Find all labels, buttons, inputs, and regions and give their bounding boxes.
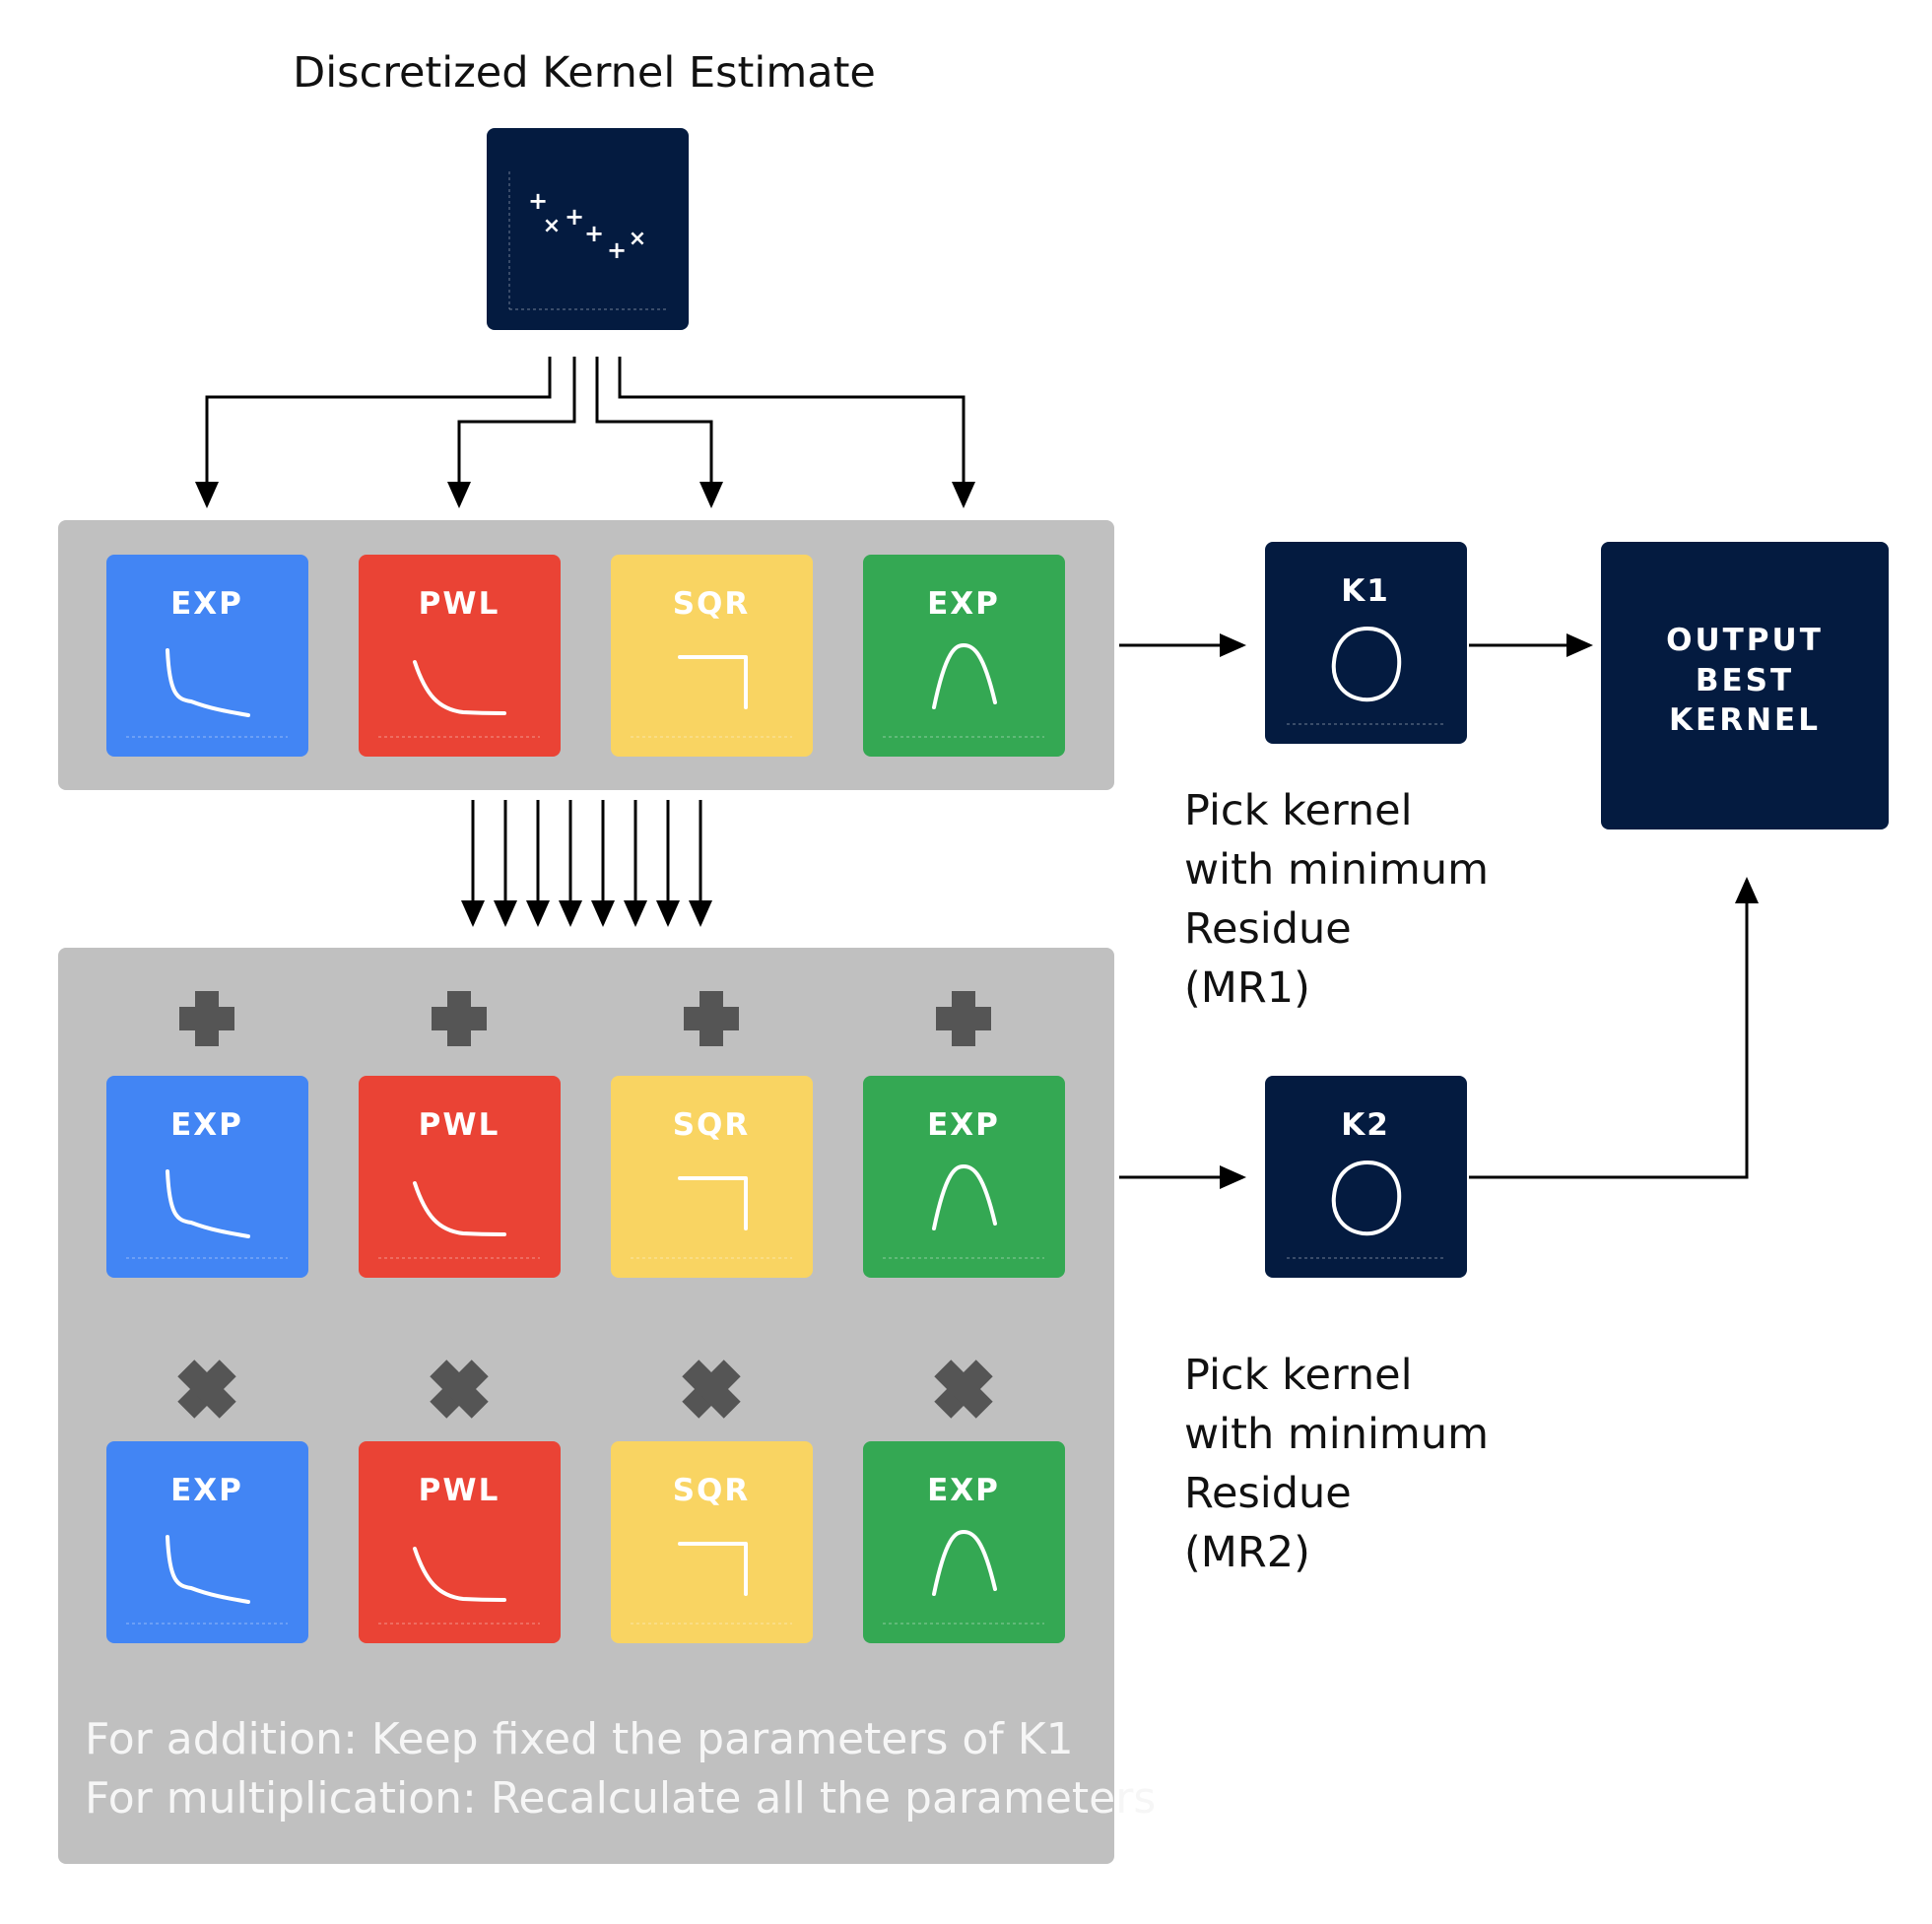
estimate-marker-3: + bbox=[565, 203, 584, 231]
estimate-marker-5: + bbox=[607, 236, 627, 264]
output-line-3: KERNEL bbox=[1669, 702, 1821, 738]
kernel-tile-label: EXP bbox=[927, 586, 1000, 622]
kernel-tile-label: SQR bbox=[673, 1107, 751, 1143]
k1-box: K1 bbox=[1265, 542, 1467, 744]
mr2-line-4: (MR2) bbox=[1184, 1528, 1310, 1577]
footer-line-addition: For addition: Keep fixed the parameters … bbox=[85, 1714, 1074, 1764]
multiply-icon bbox=[682, 1360, 741, 1419]
output-line-1: OUTPUT bbox=[1666, 623, 1824, 658]
kernel-tile-pwl: PWL bbox=[359, 555, 561, 757]
sum-tile-sqr: SQR bbox=[611, 1076, 813, 1278]
plus-icon bbox=[936, 991, 991, 1046]
kernel-tile-label: EXP bbox=[170, 1107, 243, 1143]
k2-label: K2 bbox=[1341, 1107, 1390, 1143]
kernel-tile-label: EXP bbox=[927, 1473, 1000, 1508]
combination-arrows bbox=[461, 800, 712, 927]
mr2-note: Pick kernel with minimum Residue (MR2) bbox=[1184, 1351, 1489, 1577]
multiply-icon bbox=[430, 1360, 489, 1419]
kernel-tile-label: SQR bbox=[673, 586, 751, 622]
mr2-line-2: with minimum bbox=[1184, 1410, 1489, 1459]
mr1-line-4: (MR1) bbox=[1184, 963, 1310, 1013]
estimate-marker-4: + bbox=[584, 220, 604, 247]
multiply-icon bbox=[177, 1360, 236, 1419]
kernel-estimate-box: + × + + + × bbox=[487, 128, 689, 330]
sum-tile-exp-bump: EXP bbox=[863, 1076, 1065, 1278]
multiply-operators bbox=[177, 1360, 993, 1419]
kernel-tile-label: EXP bbox=[170, 1473, 243, 1508]
footer-line-multiplication: For multiplication: Recalculate all the … bbox=[85, 1773, 1156, 1824]
plus-icon bbox=[179, 991, 234, 1046]
kernel-tile-label: PWL bbox=[419, 1107, 500, 1143]
mr1-line-3: Residue bbox=[1184, 904, 1352, 954]
product-tile-sqr: SQR bbox=[611, 1441, 813, 1643]
output-line-2: BEST bbox=[1696, 663, 1794, 698]
plus-operators bbox=[179, 991, 991, 1046]
kernel-tile-label: SQR bbox=[673, 1473, 751, 1508]
kernel-tile-exp-decay: EXP bbox=[106, 555, 308, 757]
multiply-icon bbox=[934, 1360, 993, 1419]
product-tile-pwl: PWL bbox=[359, 1441, 561, 1643]
base-kernel-panel bbox=[58, 520, 1114, 790]
output-best-kernel-box: OUTPUT BEST KERNEL bbox=[1601, 542, 1889, 829]
arrow-k2-to-output bbox=[1469, 877, 1759, 1179]
mr2-line-3: Residue bbox=[1184, 1469, 1352, 1518]
kernel-tile-label: EXP bbox=[170, 586, 243, 622]
kernel-tile-sqr: SQR bbox=[611, 555, 813, 757]
plus-icon bbox=[684, 991, 739, 1046]
diagram-title: Discretized Kernel Estimate bbox=[293, 48, 876, 98]
estimate-marker-2: × bbox=[543, 214, 561, 238]
mr2-line-1: Pick kernel bbox=[1184, 1351, 1413, 1400]
combined-kernel-panel bbox=[58, 948, 1114, 1864]
k2-box: K2 bbox=[1265, 1076, 1467, 1278]
estimate-to-kernels-connectors bbox=[195, 357, 975, 508]
plus-icon bbox=[432, 991, 487, 1046]
estimate-marker-1: + bbox=[528, 187, 548, 215]
kernel-tile-label: PWL bbox=[419, 586, 500, 622]
estimate-marker-6: × bbox=[629, 227, 646, 251]
kernel-tile-label: PWL bbox=[419, 1473, 500, 1508]
sum-tile-pwl: PWL bbox=[359, 1076, 561, 1278]
sum-tile-exp-decay: EXP bbox=[106, 1076, 308, 1278]
product-tile-exp-decay: EXP bbox=[106, 1441, 308, 1643]
mr1-note: Pick kernel with minimum Residue (MR1) bbox=[1184, 786, 1489, 1013]
kernel-tile-exp-bump: EXP bbox=[863, 555, 1065, 757]
mr1-line-2: with minimum bbox=[1184, 845, 1489, 895]
k1-label: K1 bbox=[1341, 573, 1390, 609]
mr1-line-1: Pick kernel bbox=[1184, 786, 1413, 835]
kernel-tile-label: EXP bbox=[927, 1107, 1000, 1143]
product-tile-exp-bump: EXP bbox=[863, 1441, 1065, 1643]
